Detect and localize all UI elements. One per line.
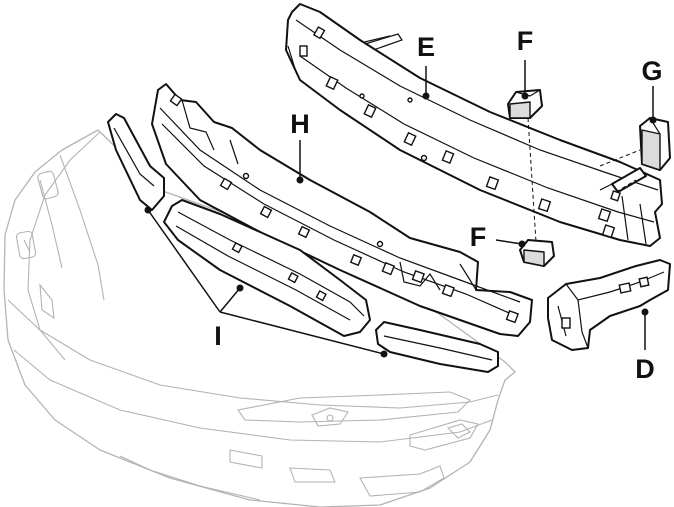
callout-label-f-lower: F — [470, 222, 487, 252]
callout-label-g: G — [641, 56, 662, 86]
callout-label-e: E — [417, 32, 435, 62]
mounting-bracket-upper — [507, 89, 543, 119]
callout-label-f-upper: F — [517, 26, 534, 56]
assembly-guide-lines — [527, 117, 641, 243]
callout-labels: E F G H F I D — [214, 26, 662, 384]
callout-label-h: H — [290, 109, 310, 139]
mounting-clip-lower — [519, 239, 555, 267]
impact-absorber-carrier — [151, 83, 533, 337]
side-mounting-bracket — [547, 259, 671, 351]
bumper-cover — [3, 129, 516, 507]
callout-label-i: I — [214, 321, 222, 351]
side-bracket-block — [639, 117, 671, 171]
callout-label-d: D — [635, 354, 655, 384]
impact-strip-right — [375, 321, 499, 373]
callout-leaders — [144, 60, 657, 358]
impact-strip-left — [107, 113, 165, 211]
bumper-reinforcement-bar — [285, 3, 663, 247]
impact-strip-centre — [163, 199, 371, 337]
